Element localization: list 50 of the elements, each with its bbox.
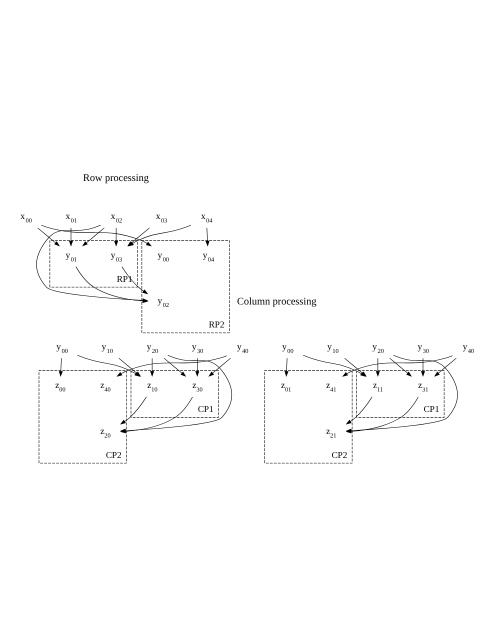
label: Row processing: [83, 173, 149, 184]
node-text: z$_{21}$: [326, 426, 336, 440]
arrow: [82, 228, 105, 246]
arrow: [122, 266, 148, 294]
arrow: [284, 358, 289, 377]
arrow: [389, 358, 412, 377]
node-text: x$_{03}$: [156, 211, 168, 225]
node-text: y$_{00}$: [158, 250, 169, 264]
arrow: [37, 228, 60, 246]
node-text: y$_{30}$: [192, 341, 204, 355]
node-text: y$_{30}$: [418, 341, 429, 355]
node-text: y$_{10}$: [102, 341, 113, 355]
node-text: y$_{02}$: [158, 296, 169, 310]
arrow: [164, 358, 186, 377]
node-text: y$_{00}$: [56, 341, 68, 355]
node-text: z$_{41}$: [326, 380, 336, 394]
arrow: [205, 228, 210, 247]
node-text: y$_{04}$: [202, 250, 214, 264]
node-text: z$_{40}$: [100, 380, 111, 394]
node-text: z$_{31}$: [418, 380, 428, 394]
node-text: z$_{10}$: [147, 380, 158, 394]
node-text: x$_{01}$: [66, 211, 77, 225]
arrow: [69, 228, 73, 247]
arrow: [58, 358, 63, 377]
arrow: [376, 358, 380, 377]
arrow: [195, 358, 200, 377]
arrow: [434, 358, 457, 377]
arrow: [120, 396, 147, 424]
node-text: x$_{02}$: [110, 211, 122, 225]
node-text: z$_{30}$: [192, 380, 203, 394]
node-text: x$_{00}$: [20, 211, 32, 225]
node-text: z$_{20}$: [100, 426, 111, 440]
node-text: x$_{04}$: [201, 211, 212, 225]
arrow: [150, 358, 154, 377]
node-text: y$_{10}$: [327, 341, 339, 355]
node-text: y$_{20}$: [372, 341, 384, 355]
node-text: z$_{11}$: [373, 380, 384, 394]
label: Column processing: [237, 296, 317, 308]
node-text: z$_{00}$: [55, 380, 66, 394]
node-text: z$_{01}$: [281, 380, 292, 394]
node-text: y$_{20}$: [146, 341, 158, 355]
arrow: [208, 358, 231, 377]
node-text: y$_{03}$: [110, 250, 122, 264]
arrow: [421, 358, 425, 377]
arrow: [346, 396, 372, 424]
node-text: y$_{40}$: [237, 341, 248, 355]
node-text: y$_{40}$: [462, 341, 474, 355]
arrow: [114, 228, 118, 247]
node-text: y$_{01}$: [66, 250, 77, 264]
node-text: y$_{00}$: [282, 341, 294, 355]
